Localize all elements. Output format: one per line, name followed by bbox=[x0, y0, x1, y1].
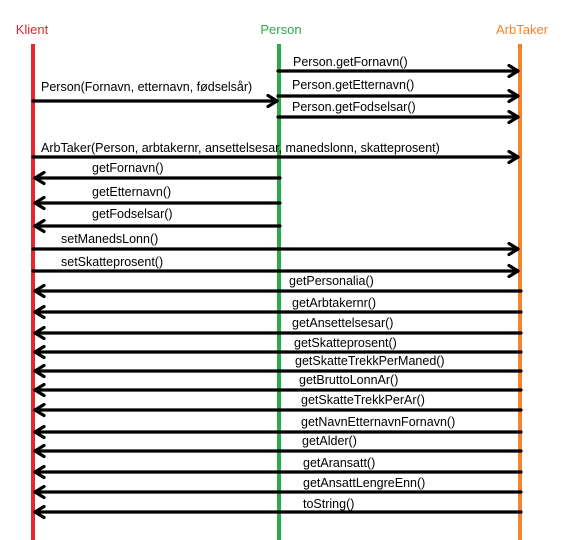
message-label: getArbtakernr() bbox=[292, 296, 376, 310]
message-label: getNavnEtternavnFornavn() bbox=[301, 415, 455, 429]
arrowhead-icon bbox=[507, 241, 520, 257]
message-getetternavn: getEtternavn() bbox=[33, 185, 282, 211]
message-getskattetrekkperar: getSkatteTrekkPerAr() bbox=[33, 393, 523, 418]
message-getaransatt: getAransatt() bbox=[33, 456, 523, 480]
message-label: Person(Fornavn, etternavn, fødselsår) bbox=[41, 80, 252, 94]
message-getbruttolonnar: getBruttoLonnAr() bbox=[33, 373, 523, 398]
arrowhead-icon bbox=[33, 382, 46, 398]
arrowhead-icon bbox=[33, 344, 46, 360]
message-setmanedslonn: setManedsLonn() bbox=[31, 232, 520, 257]
message-label: getSkatteprosent() bbox=[294, 336, 397, 350]
message-label: getAransatt() bbox=[303, 456, 375, 470]
arrowhead-icon bbox=[33, 363, 46, 379]
message-getansettelsesar: getAnsettelsesar() bbox=[33, 316, 523, 341]
arrowhead-icon bbox=[33, 170, 46, 186]
arrowhead-icon bbox=[507, 149, 520, 165]
message-getalder: getAlder() bbox=[33, 434, 523, 459]
arrowhead-icon bbox=[507, 63, 520, 79]
message-label: getPersonalia() bbox=[289, 274, 374, 288]
message-arbtaker: ArbTaker(Person, arbtakernr, ansettelses… bbox=[31, 141, 520, 165]
arrowhead-icon bbox=[507, 109, 520, 125]
message-label: ArbTaker(Person, arbtakernr, ansettelses… bbox=[41, 141, 440, 155]
message-label: setSkatteprosent() bbox=[61, 255, 163, 269]
message-label: getAnsettelsesar() bbox=[292, 316, 393, 330]
arrowhead-icon bbox=[33, 504, 46, 520]
arrowhead-icon bbox=[266, 93, 279, 109]
message-label: getSkatteTrekkPerAr() bbox=[301, 393, 425, 407]
message-getpersonalia: getPersonalia() bbox=[33, 274, 523, 299]
arrowhead-icon bbox=[33, 304, 46, 320]
message-getnavnetternavnfornavn: getNavnEtternavnFornavn() bbox=[33, 415, 523, 440]
arrowhead-icon bbox=[507, 263, 520, 279]
message-getansattlengreenn: getAnsattLengreEnn() bbox=[33, 476, 523, 500]
message-label: getAnsattLengreEnn() bbox=[303, 476, 425, 490]
message-person-getfodselsar: Person.getFodselsar() bbox=[276, 100, 520, 125]
message-getfornavn: getFornavn() bbox=[33, 161, 282, 186]
message-label: getAlder() bbox=[302, 434, 357, 448]
message-person: Person(Fornavn, etternavn, fødselsår) bbox=[31, 80, 279, 109]
arrowhead-icon bbox=[33, 424, 46, 440]
message-label: Person.getFodselsar() bbox=[292, 100, 416, 114]
message-label: getFornavn() bbox=[92, 161, 164, 175]
message-label: getSkatteTrekkPerManed() bbox=[295, 354, 445, 368]
arrowhead-icon bbox=[507, 88, 520, 104]
message-setskatteprosent: setSkatteprosent() bbox=[31, 255, 520, 279]
message-label: getBruttoLonnAr() bbox=[299, 373, 398, 387]
message-label: getEtternavn() bbox=[92, 185, 171, 199]
message-getskatteprosent: getSkatteprosent() bbox=[33, 336, 523, 360]
message-label: toString() bbox=[303, 497, 354, 511]
arrowhead-icon bbox=[33, 464, 46, 480]
message-person-getetternavn: Person.getEtternavn() bbox=[276, 78, 520, 104]
message-getfodselsar: getFodselsar() bbox=[33, 207, 282, 234]
messages: Person.getFornavn() Person(Fornavn, etter… bbox=[31, 55, 523, 520]
message-getarbtakernr: getArbtakernr() bbox=[33, 296, 523, 320]
message-tostring: toString() bbox=[33, 497, 523, 520]
arrowhead-icon bbox=[33, 402, 46, 418]
message-getskattetrekkpermaned: getSkatteTrekkPerManed() bbox=[33, 354, 523, 379]
arrowhead-icon bbox=[33, 195, 46, 211]
arrowhead-icon bbox=[33, 325, 46, 341]
participant-arbtaker: ArbTaker bbox=[496, 22, 549, 37]
message-label: Person.getFornavn() bbox=[293, 55, 408, 69]
participant-person: Person bbox=[260, 22, 301, 37]
message-label: Person.getEtternavn() bbox=[292, 78, 414, 92]
arrowhead-icon bbox=[33, 443, 46, 459]
message-label: getFodselsar() bbox=[92, 207, 173, 221]
arrowhead-icon bbox=[33, 484, 46, 500]
participant-headers: Klient Person ArbTaker bbox=[16, 22, 549, 37]
arrowhead-icon bbox=[33, 218, 46, 234]
message-label: setManedsLonn() bbox=[61, 232, 158, 246]
participant-klient: Klient bbox=[16, 22, 49, 37]
message-person-getfornavn: Person.getFornavn() bbox=[276, 55, 520, 79]
arrowhead-icon bbox=[33, 283, 46, 299]
